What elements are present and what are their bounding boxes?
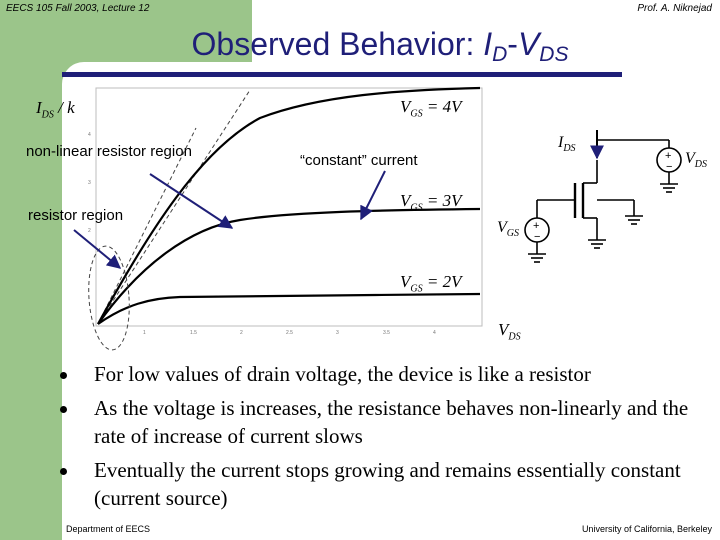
x-axis-label: VDS xyxy=(498,320,521,343)
svg-text:+: + xyxy=(533,220,539,232)
curve-label-vgs-2v: VGS = 2V xyxy=(400,272,462,295)
svg-text:−: − xyxy=(666,161,672,173)
bullet-list: For low values of drain voltage, the dev… xyxy=(60,360,710,518)
footer-department: Department of EECS xyxy=(66,524,151,534)
title-vds: VDS xyxy=(517,26,569,66)
curve-vgs-4v xyxy=(97,86,481,325)
x-tick-1: 1 xyxy=(143,330,146,336)
saturation-boundary-line xyxy=(97,127,197,325)
mosfet-circuit xyxy=(524,130,682,263)
constant-current-label: “constant” current xyxy=(300,152,418,169)
curve-vgs-3v xyxy=(97,207,481,325)
linear-boundary-line xyxy=(97,89,251,325)
plot-frame xyxy=(95,87,483,327)
bullet-dot xyxy=(60,468,67,475)
title-prefix: Observed Behavior: xyxy=(191,26,484,62)
x-tick-3: 3 xyxy=(336,330,339,336)
svg-text:+: + xyxy=(665,150,671,162)
bullet-dot xyxy=(60,372,67,379)
y-tick-2: 2 xyxy=(88,228,91,234)
y-tick-3: 3 xyxy=(88,180,91,186)
constant-arrow xyxy=(360,170,386,221)
bullet-item: Eventually the current stops growing and… xyxy=(60,456,710,512)
circuit-vds-label: VDS xyxy=(685,150,708,171)
curve-label-vgs-3v: VGS = 3V xyxy=(400,191,462,214)
curve-vgs-2v xyxy=(97,292,481,325)
nonlinear-region-label: non-linear resistor region xyxy=(26,143,192,160)
title-id: ID xyxy=(483,26,508,66)
curve-label-vgs-4v: VGS = 4V xyxy=(400,97,462,120)
resistor-region-label: resistor region xyxy=(28,207,124,224)
y-axis-label: IDS / k xyxy=(36,98,75,121)
x-tick-3-5: 3.5 xyxy=(383,330,390,336)
slide-title: Observed Behavior: ID-VDS xyxy=(0,26,720,67)
bullet-dot xyxy=(60,406,67,413)
course-header: EECS 105 Fall 2003, Lecture 12 xyxy=(6,3,150,14)
y-tick-4: 4 xyxy=(88,132,91,138)
bullet-item: For low values of drain voltage, the dev… xyxy=(60,360,710,388)
x-tick-2-5: 2.5 xyxy=(286,330,293,336)
circuit-vgs-label: VGS xyxy=(497,219,520,240)
bullet-item: As the voltage is increases, the resista… xyxy=(60,394,710,450)
resistor-region-ellipse xyxy=(88,245,130,351)
resistor-arrow xyxy=(73,229,122,269)
circuit-ids-label: IDS xyxy=(558,134,576,155)
footer-university: University of California, Berkeley xyxy=(581,524,712,534)
title-dash: - xyxy=(507,26,518,62)
x-tick-1-5: 1.5 xyxy=(190,330,197,336)
author-header: Prof. A. Niknejad xyxy=(637,3,712,14)
title-underline xyxy=(62,72,622,77)
source-polarity-signs: +− +− xyxy=(533,150,672,243)
content-card xyxy=(62,62,720,540)
x-tick-4: 4 xyxy=(433,330,436,336)
svg-text:−: − xyxy=(534,231,540,243)
nonlinear-arrow xyxy=(149,173,234,229)
x-tick-2: 2 xyxy=(240,330,243,336)
